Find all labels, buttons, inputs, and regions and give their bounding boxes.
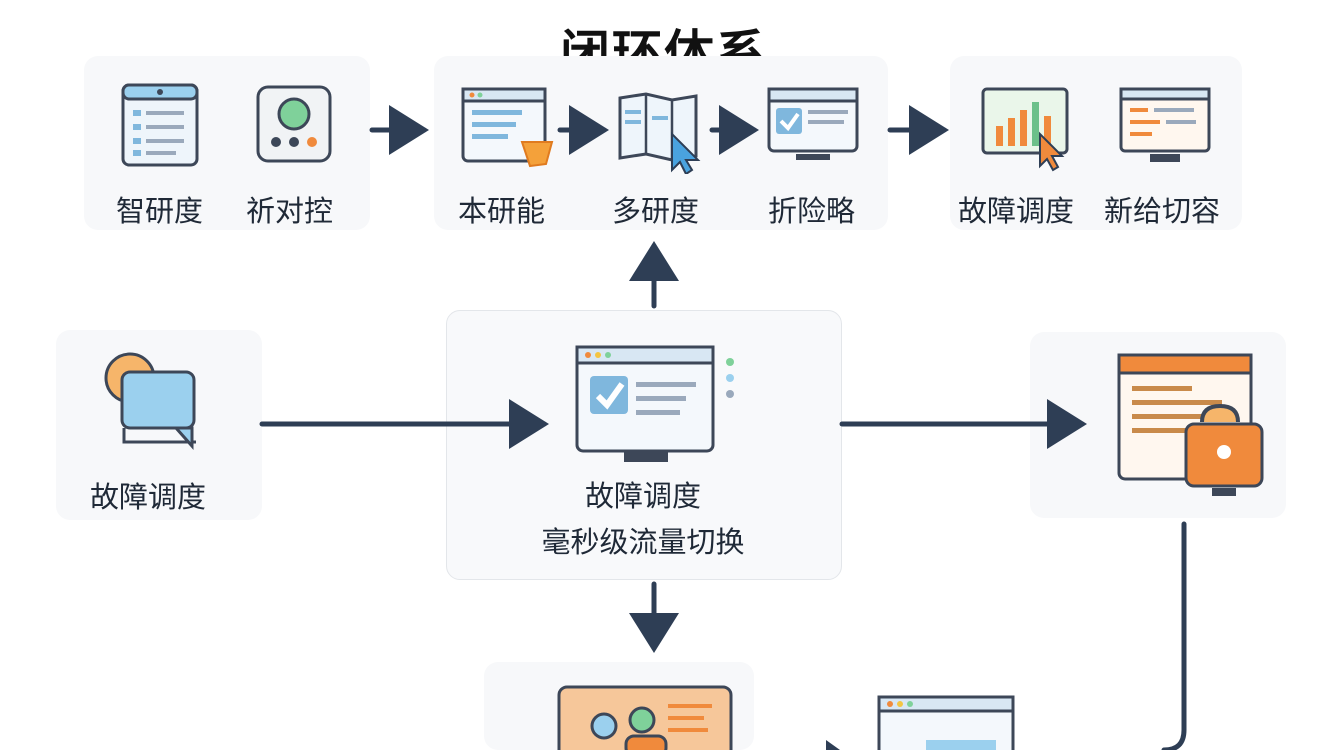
bottom-browser-icon [877, 695, 1015, 750]
label-center-line1: 故障调度 [584, 479, 701, 513]
label-xingeiqierong: 新给切容 [1104, 194, 1221, 228]
label-duoyandu: 多研度 [612, 194, 700, 228]
label-qiduikong: 祈对控 [246, 194, 334, 228]
monitor-code-icon [1119, 87, 1211, 162]
browser-window-icon [461, 87, 554, 168]
chat-bubble-icon [104, 352, 196, 450]
label-zhiyandu: 智研度 [116, 194, 204, 228]
center-monitor-check-icon [575, 345, 734, 462]
label-center-line2: 毫秒级流量切换 [541, 525, 745, 559]
label-benyanneng: 本研能 [458, 194, 546, 228]
team-people-icon [557, 685, 733, 750]
window-lock-icon [1117, 353, 1264, 496]
map-cursor-icon [618, 92, 701, 174]
monitor-check-icon [767, 87, 859, 160]
connector-right-down [1161, 521, 1187, 750]
label-guzhangdiaodu-top: 故障调度 [958, 194, 1075, 228]
label-left-guzhangdiaodu: 故障调度 [90, 480, 207, 514]
bar-chart-cursor-icon [981, 87, 1069, 172]
control-panel-icon [256, 85, 332, 163]
label-zhexianlue: 折险略 [768, 194, 856, 228]
document-list-icon [121, 83, 199, 167]
